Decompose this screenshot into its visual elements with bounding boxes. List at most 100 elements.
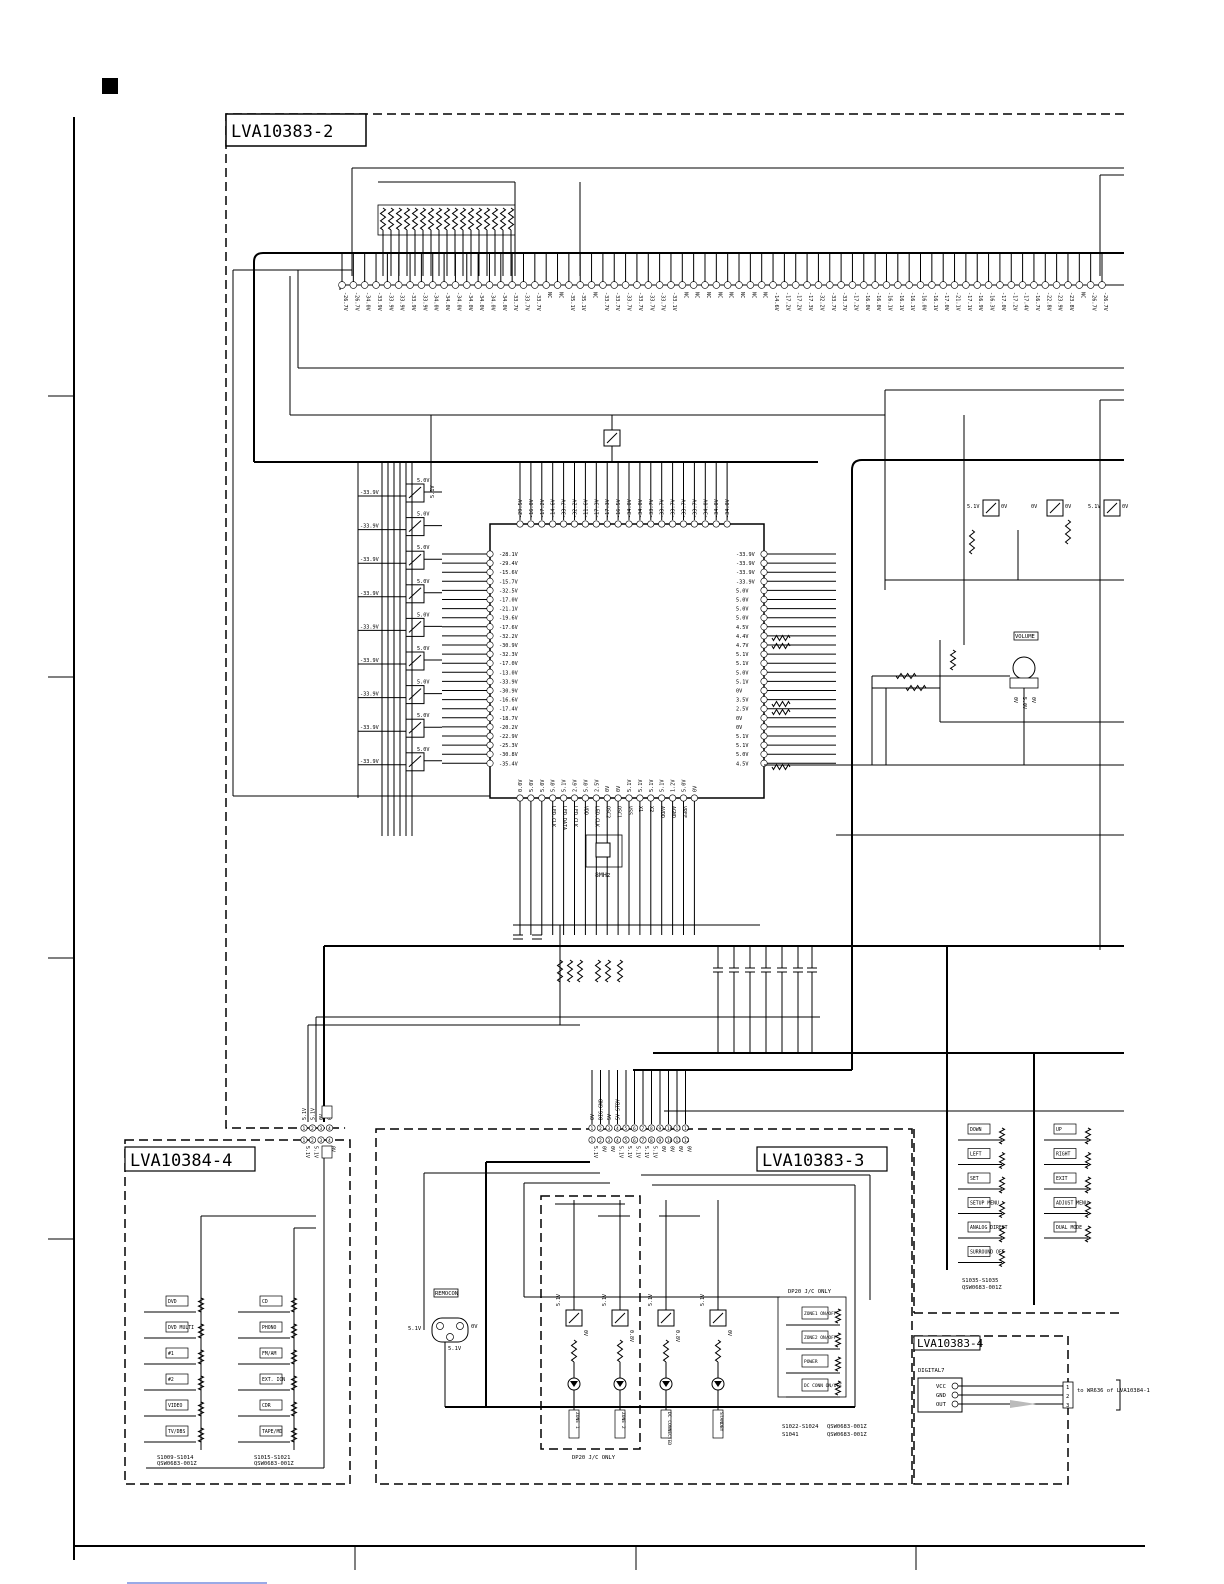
vfd-pin-voltage: -35.1V xyxy=(580,292,586,311)
vfd-pin-voltage: -26.7V xyxy=(1102,292,1108,311)
ic-pin xyxy=(636,794,644,802)
resistor xyxy=(427,207,435,231)
vfd-pin-voltage: NC xyxy=(750,292,756,298)
resistor xyxy=(443,207,451,231)
ic-bottom-pin-name: AGND xyxy=(670,806,676,818)
ic-pin xyxy=(760,595,768,603)
connector-pin xyxy=(681,1136,689,1144)
ic-top-pin-voltage: -33.7V xyxy=(671,499,677,518)
vfd-pin xyxy=(349,281,358,289)
resistor xyxy=(998,1201,1006,1218)
connector-pin xyxy=(673,1124,681,1132)
vfd-pin-voltage: -14.6V xyxy=(773,292,779,311)
svg-text:LVA10383-2: LVA10383-2 xyxy=(231,122,333,142)
vfd-pin xyxy=(1086,281,1095,289)
volume-pin-voltage: 0V xyxy=(1012,697,1018,703)
connector-top-label: 5V xyxy=(607,1114,613,1120)
resistor xyxy=(1064,519,1072,545)
vfd-pin-voltage: NC xyxy=(728,292,734,298)
vfd-pin-voltage: -17.1V xyxy=(966,292,972,311)
driver-5v-label: 5.0V xyxy=(417,478,430,484)
vfd-pin xyxy=(860,281,868,289)
svg-text:S1041: S1041 xyxy=(782,1432,799,1438)
ic-pin xyxy=(760,559,768,567)
resistor xyxy=(556,959,564,983)
ic-left-pin-voltage: -30.9V xyxy=(499,689,518,695)
ic-left-pin-voltage: -15.6V xyxy=(499,570,518,576)
connector-pin-number: 8 xyxy=(650,1126,653,1132)
ic-pin xyxy=(486,705,494,713)
ic-bottom-pin-voltage: 0V xyxy=(616,786,622,792)
vfd-pin xyxy=(1064,281,1072,289)
ic-left-pin-voltage: -18.7V xyxy=(499,716,518,722)
vfd-pin-voltage: -22.8V xyxy=(1045,292,1051,311)
ic-pin xyxy=(549,520,557,528)
vfd-pin-row xyxy=(338,254,1106,289)
vfd-pin xyxy=(996,281,1004,289)
svg-text:2: 2 xyxy=(1066,1394,1069,1400)
ic-left-pin-voltage: -15.7V xyxy=(499,579,518,585)
volume-pin-voltage: 0V xyxy=(1030,697,1036,703)
svg-text:REMOCON: REMOCON xyxy=(435,1291,458,1297)
ic-pin xyxy=(581,794,589,802)
driver-5v-label: 5.0V xyxy=(417,545,430,551)
led-driver-voltage: 5.1V xyxy=(556,1294,562,1306)
ic-pin xyxy=(486,759,494,767)
led-driver-voltage: 0V xyxy=(726,1330,732,1336)
ic-pin xyxy=(570,794,578,802)
ic-pin xyxy=(723,520,731,528)
resistor xyxy=(197,1323,205,1339)
connector-pin-number: 5 xyxy=(625,1126,628,1132)
ic-bottom-pin-voltage: 5.1V xyxy=(562,780,568,793)
vfd-pin xyxy=(916,281,925,289)
connector-pin-number: 10 xyxy=(667,1126,673,1132)
vfd-pin xyxy=(723,281,732,289)
ic-pin xyxy=(486,714,494,722)
ic-pin xyxy=(760,568,768,576)
resistor xyxy=(998,1250,1006,1267)
ic-bottom-pin-name: LED.DATA xyxy=(561,806,567,830)
vfd-pin-voltage: -17.2V xyxy=(784,292,790,311)
vfd-pin xyxy=(962,281,970,289)
vfd-pin-voltage: -33.9V xyxy=(376,292,382,311)
vfd-pin-voltage: -17.2V xyxy=(852,292,858,311)
vfd-display: -26.7V-26.7V-34.0V-33.9V-33.9V-33.9V-33.… xyxy=(253,252,1124,462)
ic-pin xyxy=(658,794,666,802)
ic-pin xyxy=(760,714,768,722)
grid-driver-transistors: -33.9V5.0V-33.9V5.0V-33.9V5.0V-33.9V5.0V… xyxy=(357,462,442,836)
connector-pin xyxy=(605,1124,613,1132)
connector-pin xyxy=(317,1124,325,1132)
ic-top-pin-voltage: -29.5V xyxy=(518,499,524,518)
connector-pin-number: 6 xyxy=(633,1126,636,1132)
connector-pin-number: 7 xyxy=(642,1126,645,1132)
ic-right-pin-voltage: 4.5V xyxy=(736,761,749,767)
vfd-pin-voltage: -33.7V xyxy=(535,292,541,311)
ic-bottom-pin-voltage: 5.1V xyxy=(649,780,655,793)
vfd-pin-voltage: -26.7V xyxy=(1091,292,1097,311)
led-driver-voltage: 5.1V xyxy=(602,1294,608,1306)
resistor xyxy=(1084,1152,1092,1169)
ic-pin xyxy=(486,586,494,594)
vfd-pin xyxy=(939,281,947,289)
ic-pin xyxy=(560,794,568,802)
connector-pin xyxy=(588,1136,596,1144)
zone-key-label: DC CONN ON/OFF xyxy=(804,1383,842,1389)
resistor xyxy=(435,207,443,231)
resistor xyxy=(998,1225,1006,1243)
corner-square-marker xyxy=(102,78,118,94)
transistor-symbol xyxy=(712,1312,724,1324)
key-switch-label: FM/AM xyxy=(262,1351,277,1357)
ic-right-pin-voltage: 4.5V xyxy=(736,625,749,631)
ic-pin xyxy=(760,696,768,704)
resistor xyxy=(499,207,507,231)
led-label-box xyxy=(712,1409,724,1439)
ic-pin xyxy=(760,723,768,731)
connector-pin-number: 3 xyxy=(320,1138,323,1144)
vfd-pin xyxy=(882,281,891,289)
ic-left-pin-voltage: -21.1V xyxy=(499,607,518,613)
driver-5v-label: 5.0V xyxy=(417,612,430,618)
resistor xyxy=(197,1401,205,1417)
board-outlines xyxy=(124,113,1124,1485)
